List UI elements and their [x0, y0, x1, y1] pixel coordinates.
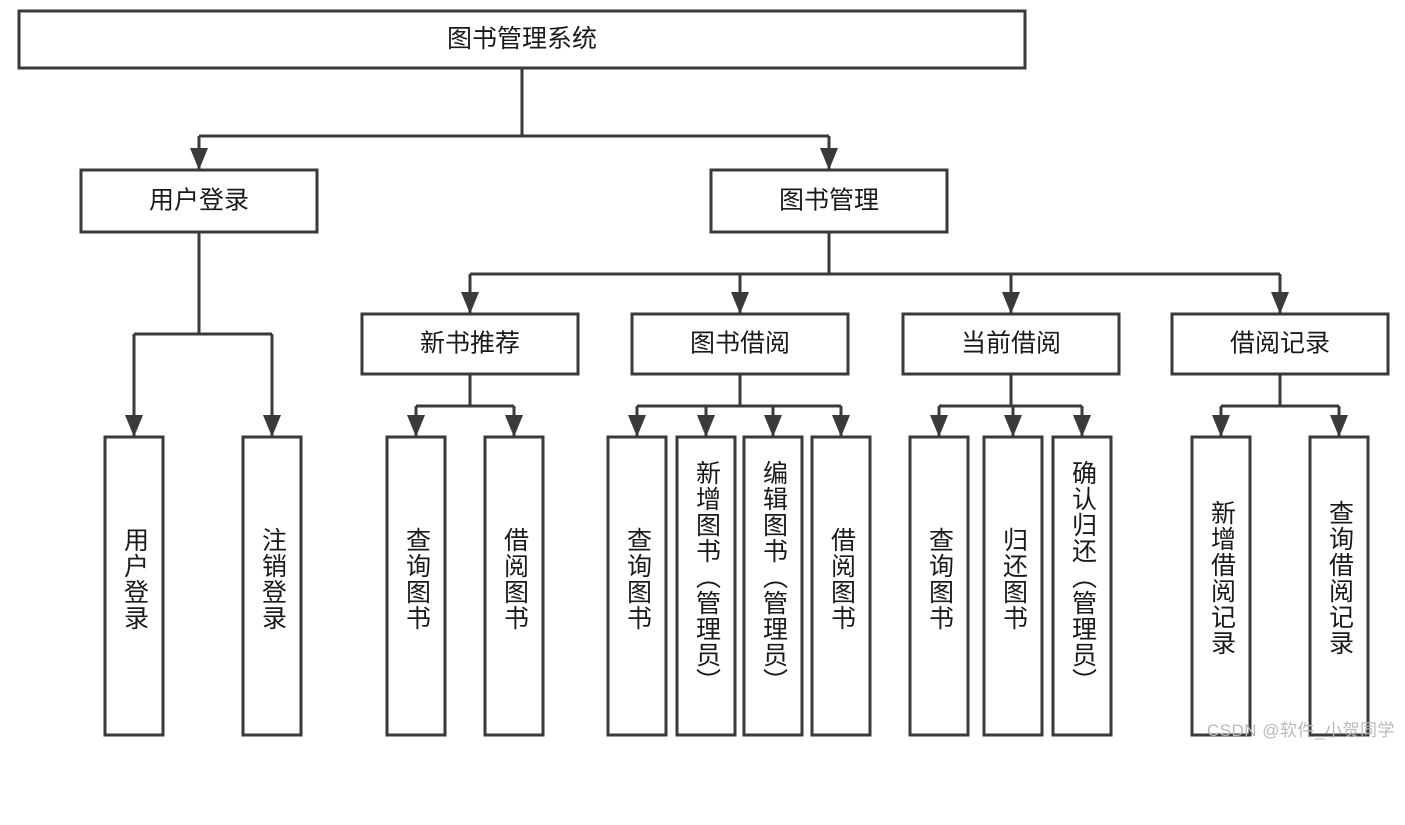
- watermark-text: CSDN @软件_小贺同学: [1206, 721, 1395, 740]
- arrow-head-icon-book-manage: [820, 148, 838, 170]
- arrow-head-icon-user-login: [190, 148, 208, 170]
- node-box-leaf-borrow-book-2[interactable]: [810, 435, 872, 737]
- node-layer: [17, 9, 1390, 737]
- arrow-head-icon-current-borrow: [1002, 292, 1020, 314]
- arrow-head-icon-leaf-query-book-3: [930, 415, 948, 437]
- node-box-leaf-confirm-return[interactable]: [1051, 435, 1113, 737]
- node-box-current-borrow[interactable]: [901, 312, 1121, 376]
- node-box-new-book-rec[interactable]: [360, 312, 580, 376]
- node-box-leaf-borrow-book-1[interactable]: [483, 435, 545, 737]
- node-label-user-login: 用户登录: [149, 187, 249, 215]
- arrow-head-icon-leaf-borrow-book-2: [832, 415, 850, 437]
- connector-layer: [125, 68, 1348, 437]
- node-box-borrow-record[interactable]: [1170, 312, 1390, 376]
- arrow-head-icon-leaf-logout: [263, 415, 281, 437]
- arrow-head-icon-leaf-user-login: [125, 415, 143, 437]
- node-label-current-borrow: 当前借阅: [961, 330, 1061, 358]
- node-box-leaf-user-login[interactable]: [103, 435, 165, 737]
- node-box-leaf-edit-book[interactable]: [742, 435, 804, 737]
- node-box-leaf-query-record[interactable]: [1308, 435, 1370, 737]
- arrow-head-icon-leaf-add-record: [1212, 415, 1230, 437]
- arrow-head-icon-leaf-add-book: [697, 415, 715, 437]
- node-box-leaf-logout[interactable]: [241, 435, 303, 737]
- node-label-new-book-rec: 新书推荐: [420, 330, 520, 358]
- arrow-head-icon-borrow-record: [1271, 292, 1289, 314]
- node-box-book-borrow[interactable]: [630, 312, 850, 376]
- node-box-root[interactable]: [17, 9, 1027, 70]
- arrow-head-icon-leaf-confirm-return: [1073, 415, 1091, 437]
- node-label-root: 图书管理系统: [447, 25, 597, 53]
- flowchart-canvas: 图书管理系统用户登录图书管理新书推荐图书借阅当前借阅借阅记录 用户登录注销登录查…: [17, 9, 1395, 740]
- node-box-leaf-return-book[interactable]: [982, 435, 1044, 737]
- arrow-head-icon-leaf-return-book: [1004, 415, 1022, 437]
- node-box-leaf-query-book-1[interactable]: [385, 435, 447, 737]
- node-box-leaf-add-book[interactable]: [675, 435, 737, 737]
- node-label-book-borrow: 图书借阅: [690, 330, 790, 358]
- node-label-borrow-record: 借阅记录: [1230, 330, 1330, 358]
- arrow-head-icon-leaf-query-record: [1330, 415, 1348, 437]
- node-box-book-manage[interactable]: [709, 168, 949, 234]
- node-box-user-login[interactable]: [79, 168, 319, 234]
- node-box-leaf-query-book-3[interactable]: [908, 435, 970, 737]
- node-box-leaf-query-book-2[interactable]: [606, 435, 668, 737]
- node-box-leaf-add-record[interactable]: [1190, 435, 1252, 737]
- node-label-book-manage: 图书管理: [779, 187, 879, 215]
- arrow-head-icon-leaf-query-book-2: [628, 415, 646, 437]
- arrow-head-icon-leaf-edit-book: [764, 415, 782, 437]
- arrow-head-icon-book-borrow: [731, 292, 749, 314]
- arrow-head-icon-new-book-rec: [461, 292, 479, 314]
- arrow-head-icon-leaf-borrow-book-1: [505, 415, 523, 437]
- arrow-head-icon-leaf-query-book-1: [407, 415, 425, 437]
